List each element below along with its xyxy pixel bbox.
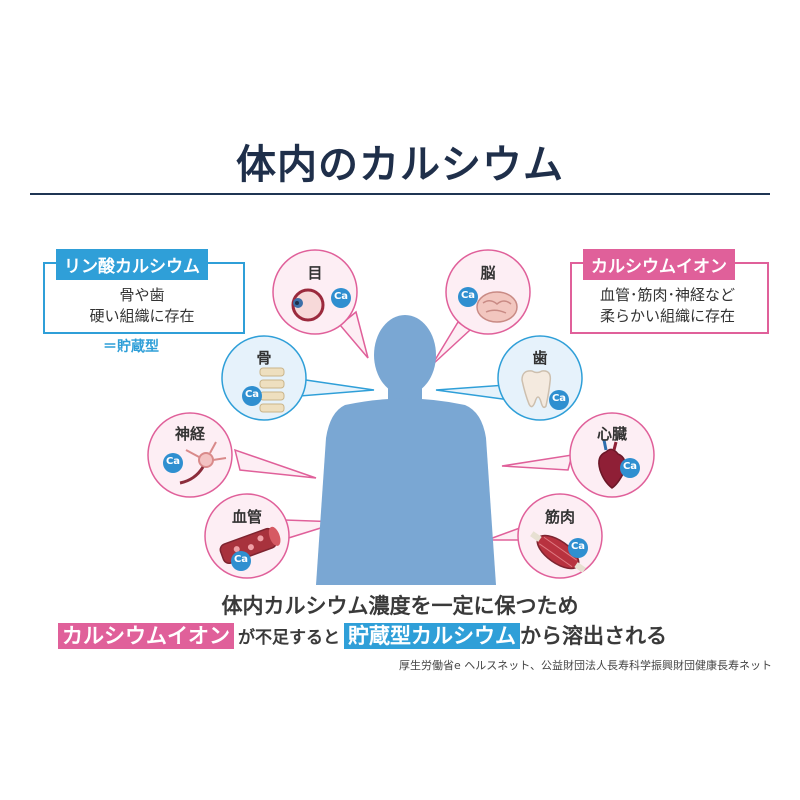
storage-highlight: 貯蔵型カルシウム [344, 623, 520, 649]
caption-line-1: 体内カルシウム濃度を一定に保つため [221, 594, 579, 618]
phosphate-box-heading: リン酸カルシウム [56, 249, 208, 280]
nerve-ca-badge: Ca [165, 456, 181, 467]
ca-badges [163, 287, 640, 571]
bone-label: 骨 [256, 349, 272, 367]
heart-icon [598, 439, 626, 489]
bone-ca-badge: Ca [244, 389, 260, 400]
page-title: 体内のカルシウム [236, 142, 564, 188]
ion-box-heading: カルシウムイオン [583, 249, 735, 280]
vessel-ca-badge: Ca [233, 554, 249, 565]
caption-line-2: カルシウムイオンが不足すると貯蔵型カルシウムから溶出される [58, 620, 667, 650]
heart-label: 心臓 [596, 425, 627, 443]
eye-icon [291, 288, 325, 322]
brain-ca-badge: Ca [460, 290, 476, 301]
calcium-diagram [147, 249, 655, 585]
nerve-bubble [147, 412, 233, 498]
nerve-cell-icon [179, 441, 227, 485]
caption-mid-text: が不足すると [238, 628, 340, 648]
ion-box-line1: 血管･筋肉･神経など [599, 286, 735, 304]
tooth-icon [521, 370, 552, 409]
caption-end-text: から溶出される [520, 624, 667, 648]
nerve-label: 神経 [174, 425, 205, 443]
source-note: 厚生労働省e ヘルスネット、公益財団法人長寿科学振興財団健康長寿ネット [398, 659, 772, 672]
human-body-silhouette [316, 315, 496, 585]
spine-bone-icon [259, 367, 285, 413]
ion-box-line2: 柔らかい組織に存在 [599, 307, 735, 325]
brain-icon [476, 291, 518, 323]
title-divider [30, 193, 770, 195]
brain-label: 脳 [480, 264, 496, 282]
storage-note: ＝貯蔵型 [103, 339, 159, 355]
eye-ca-badge: Ca [333, 291, 349, 302]
muscle-label: 筋肉 [544, 508, 575, 526]
phosphate-box-line1: 骨や歯 [119, 286, 165, 304]
eye-label: 目 [307, 264, 323, 282]
ion-highlight: カルシウムイオン [58, 623, 234, 649]
muscle-ca-badge: Ca [570, 541, 586, 552]
muscle-icon [530, 531, 586, 573]
tooth-label: 歯 [532, 349, 548, 367]
tooth-ca-badge: Ca [551, 393, 567, 404]
vessel-label: 血管 [231, 508, 262, 526]
heart-ca-badge: Ca [622, 461, 638, 472]
phosphate-box-line2: 硬い組織に存在 [89, 307, 195, 325]
